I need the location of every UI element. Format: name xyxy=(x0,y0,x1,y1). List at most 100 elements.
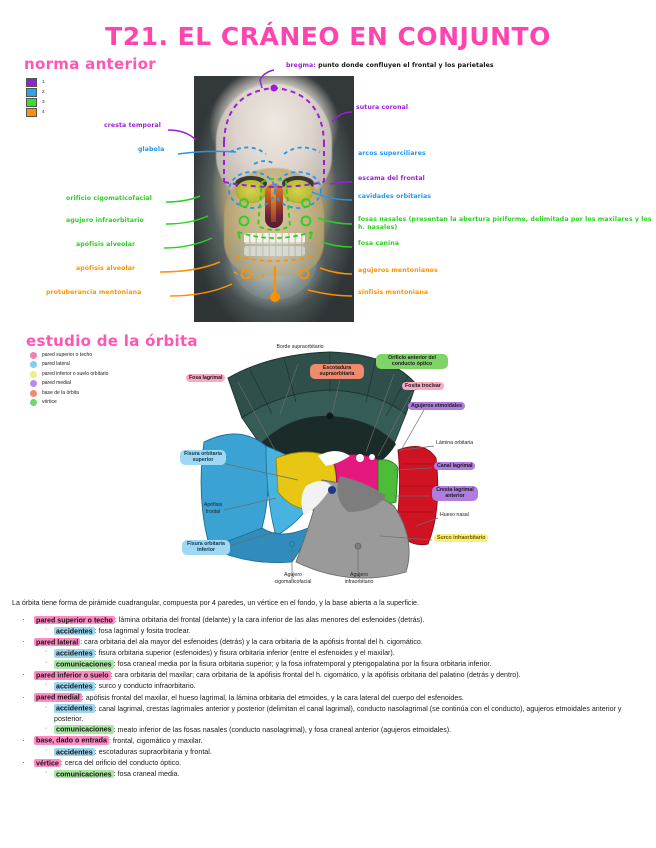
legend-label: pared lateral xyxy=(42,361,70,368)
legend-item: 3 xyxy=(26,98,45,107)
base-segment-lines xyxy=(398,463,438,513)
legend-item: pared superior o techo xyxy=(30,352,108,359)
legend-label: pared medial xyxy=(42,380,71,387)
color-swatch xyxy=(30,398,37,406)
wall-description: : cerca del orificio del conducto óptico… xyxy=(60,758,182,767)
section-heading-norma-anterior: norma anterior xyxy=(24,55,156,73)
legend-label: pared inferior o suelo orbitario xyxy=(42,370,109,377)
callout-escama-frontal: escama del frontal xyxy=(358,175,425,182)
label-escotadura-supraorbitaria: Escotadura supraorbitaria xyxy=(310,364,364,379)
callout-fosa-canina: fosa canina xyxy=(358,240,400,247)
ethmoidal-foramen-mark xyxy=(369,454,375,460)
color-swatch xyxy=(30,380,37,388)
orbit-wall-item: base, dado o entrada: frontal, cigomátic… xyxy=(12,735,648,746)
callout-cresta-temporal: cresta temporal xyxy=(104,122,162,129)
frontal-squama-lower xyxy=(223,181,325,188)
legend-item: vértice xyxy=(30,398,108,406)
callout-agujero-infraorbitario: agujero infraorbitario xyxy=(66,217,144,224)
label-surco-infraorbitario: Surco infraorbitario xyxy=(434,534,489,542)
legend-norma-anterior: 1 2 3 4 xyxy=(26,78,45,118)
orbit-wall-item: pared superior o techo: lámina orbitaria… xyxy=(12,614,648,625)
zygomaticofacial-foramen-right xyxy=(301,198,311,208)
legend-label: vértice xyxy=(42,398,57,405)
legend-item: 4 xyxy=(26,108,45,117)
alveolar-process-lower xyxy=(235,255,315,262)
color-swatch xyxy=(26,98,37,107)
legend-label: 3 xyxy=(42,99,45,105)
callout-glabela: glabela xyxy=(138,146,165,153)
color-swatch xyxy=(26,78,37,87)
wall-description: : frontal, cigomático y maxilar. xyxy=(108,736,203,745)
subitem-term-highlight: accidentes xyxy=(54,648,95,658)
leader-fosa-lagrimal xyxy=(237,381,277,453)
legend-item: pared medial xyxy=(30,380,108,388)
callout-fosas-nasales: fosas nasales (presentan la abertura pir… xyxy=(358,216,652,231)
color-swatch xyxy=(26,88,37,97)
subitem-description: : fisura orbitaria superior (esfenoides)… xyxy=(94,649,395,658)
callout-protuberancia-mentoniana: protuberancia mentoniana xyxy=(46,289,142,296)
subitem-description: : meato inferior de las fosas nasales (c… xyxy=(113,725,452,734)
subitem-term-highlight: accidentes xyxy=(54,704,95,713)
section-heading-estudio-orbita: estudio de la órbita xyxy=(26,332,198,350)
callout-bregma: bregma: punto donde confluyen el frontal… xyxy=(286,62,494,70)
legend-label: pared superior o techo xyxy=(42,352,93,358)
callout-bregma-term: bregma: xyxy=(286,62,316,69)
subitem-term-highlight: comunicaciones xyxy=(54,769,114,779)
subitem-term-highlight: comunicaciones xyxy=(54,660,114,669)
alveolar-edge-right xyxy=(309,231,313,240)
lacrimal-canal-opening xyxy=(328,486,336,494)
superciliary-arch-right xyxy=(283,146,321,155)
label-lamina-orbitaria: Lámina orbitaria xyxy=(436,440,474,446)
leader-orificio-anterior xyxy=(365,373,395,453)
nasal-fossae-trace xyxy=(257,178,291,231)
callout-cavidades-orbitarias: cavidades orbitarias xyxy=(358,193,432,200)
bregma-point xyxy=(270,84,278,92)
mandible-body-trace xyxy=(233,271,265,280)
orbit-wall-item: pared inferior o suelo: cara orbitaria d… xyxy=(12,669,648,680)
orbit-wall-subitem: comunicaciones: fosa craneal media. xyxy=(12,768,648,779)
inferior-orbital-fissure xyxy=(301,481,332,516)
wall-term-highlight: pared inferior o suelo xyxy=(34,671,111,680)
orbit-wall-item: vértice: cerca del orificio del conducto… xyxy=(12,757,648,768)
orbital-cavity-trace-left xyxy=(228,171,276,209)
nasal-septum xyxy=(271,188,276,222)
wall-description: : lámina orbitaria del frontal (delante)… xyxy=(114,616,425,625)
superior-orbital-fissure xyxy=(318,451,350,466)
label-hueso-nasal: Hueso nasal xyxy=(440,512,469,518)
subitem-description: : surco y conducto infraorbitario. xyxy=(94,682,196,691)
callout-sutura-coronal: sutura coronal xyxy=(356,104,409,111)
orbit-wall-subitem: comunicaciones: meato inferior de las fo… xyxy=(12,724,648,735)
label-borde-supraorbitario: Borde supraorbitario xyxy=(276,344,324,350)
leader-agujeros-etmoidales xyxy=(399,409,425,453)
infraorbital-foramen-right xyxy=(300,215,312,227)
leader-surco-infraorbitario xyxy=(379,535,433,541)
legend-item: base de la órbita xyxy=(30,389,108,397)
orbit-wall-subitem: accidentes: canal lagrimal, crestas lagr… xyxy=(12,703,648,724)
orbit-wall-item: pared medial: apófisis frontal del maxil… xyxy=(12,691,648,702)
subitem-term-highlight: accidentes xyxy=(54,682,95,691)
wall-term-highlight: pared medial xyxy=(34,693,82,702)
label-fisura-orbitaria-superior: Fisura orbitaria superior xyxy=(180,450,226,465)
intro-paragraph: La órbita tiene forma de pirámide cuadra… xyxy=(12,599,419,607)
orbit-diagram: Borde supraorbitario Escotadura supraorb… xyxy=(180,340,489,595)
wall-term-highlight: pared lateral xyxy=(34,637,81,647)
wall-description: : cara orbitaria del maxilar; cara orbit… xyxy=(110,671,521,680)
orbit-wall-subitem: comunicaciones: fosa craneal media por l… xyxy=(12,658,648,669)
orbit-wall-subitem: accidentes: surco y conducto infraorbita… xyxy=(12,680,648,691)
label-apofisis-frontal: Apófisis frontal xyxy=(203,502,223,515)
subitem-description: : canal lagrimal, crestas lagrimales ant… xyxy=(54,704,622,723)
leader-canal-lagrimal xyxy=(393,467,433,471)
optic-canal-opening xyxy=(356,454,364,462)
callout-apofisis-alveolar-inferior: apófisis alveolar xyxy=(76,265,136,272)
legend-orbita: pared superior o techo pared lateral par… xyxy=(30,352,108,408)
maxilla-shadow xyxy=(337,476,386,512)
legend-item: 1 xyxy=(26,78,45,87)
wall-term-highlight: vértice xyxy=(34,758,61,768)
mental-foramen-left xyxy=(240,268,252,280)
wall-description: : cara orbitaria del ala mayor del esfen… xyxy=(80,638,423,647)
orbit-wall-subitem: accidentes: fisura orbitaria superior (e… xyxy=(12,647,648,658)
subitem-description: : fosa craneal media. xyxy=(113,769,180,778)
infraorbital-foramen-left xyxy=(238,215,250,227)
legend-label: 4 xyxy=(42,109,45,115)
